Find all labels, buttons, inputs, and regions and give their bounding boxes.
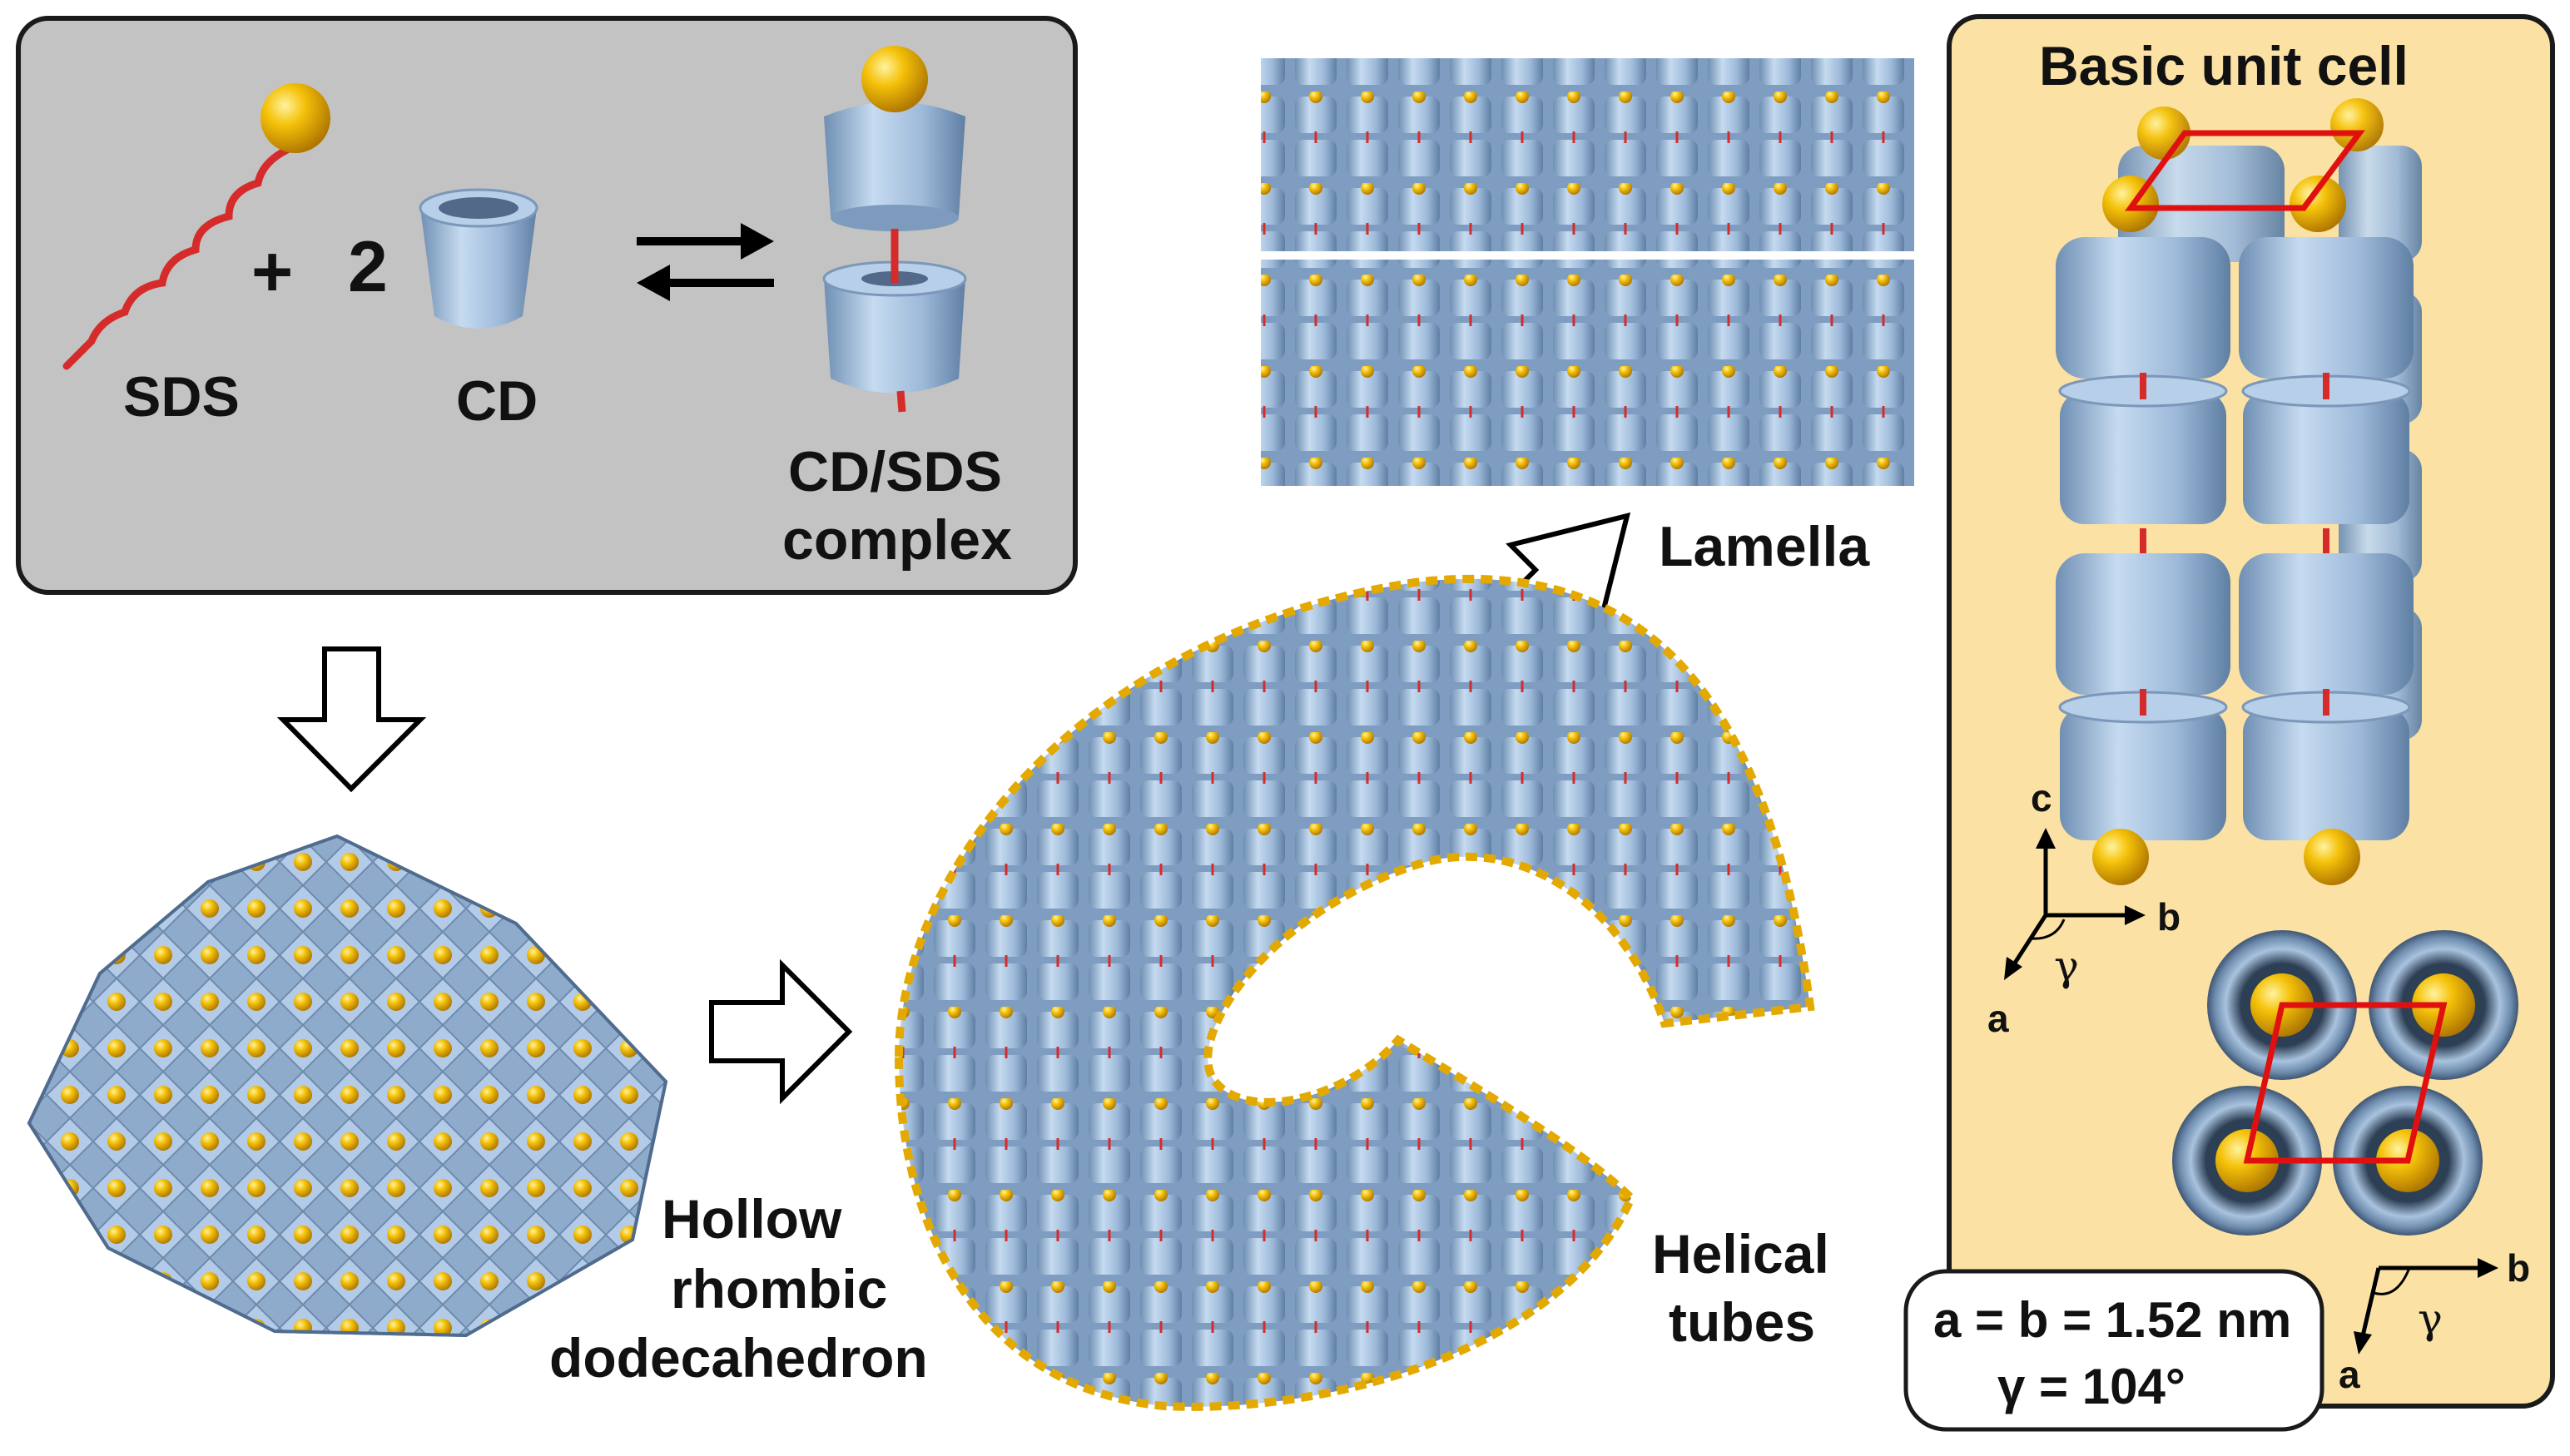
lamella [1261,58,1914,486]
legend-panel: SDS + 2 CD CD/SDS complex [16,16,1078,595]
param-line1: a = b = 1.52 nm [1933,1292,2291,1348]
equilibrium-arrows [637,223,774,301]
axes-3d [2004,828,2146,980]
axes-2d [2354,1258,2498,1354]
rhombic-label-line1: Hollow [662,1188,842,1250]
arrow-down [276,646,427,793]
arrow-right [709,958,853,1105]
rhombic-label-line2: rhombic [671,1258,887,1320]
axis-a-label: a [1987,997,2009,1040]
lamella-label: Lamella [1659,515,1870,578]
sds-molecule [62,83,330,370]
unit-cell-title: Basic unit cell [2039,35,2409,97]
gamma2-symbol: γ [2418,1295,2443,1343]
axis-c-label: c [2031,776,2052,820]
param-line2: γ = 104° [1997,1359,2185,1414]
axis-b2-label: b [2507,1246,2530,1290]
sds-label: SDS [123,365,240,428]
complex-label-line1: CD/SDS [788,440,1002,503]
cd-label: CD [456,369,538,433]
helical-label-line2: tubes [1669,1291,1815,1353]
gamma-symbol: γ [2054,942,2079,990]
count-label: 2 [348,227,388,307]
unit-cell-outline-top [2125,130,2365,211]
cd-sds-complex [822,46,967,413]
unit-cell-column-right [2239,176,2414,885]
cd-molecule [419,188,538,329]
rhombic-dodecahedron [27,834,668,1338]
param-box [1903,1269,2324,1432]
complex-label-line2: complex [782,508,1012,572]
axis-b-label: b [2157,895,2181,938]
helical-label-line1: Helical [1652,1223,1829,1285]
rhombic-label-line3: dodecahedron [549,1327,928,1389]
unit-cell-panel: Basic unit cell [1903,14,2555,1432]
unit-cell-outline-bottom [2243,1002,2448,1164]
unit-cell-column-left [2056,176,2230,885]
axis-a2-label: a [2339,1353,2360,1396]
plus-sign: + [251,232,293,312]
